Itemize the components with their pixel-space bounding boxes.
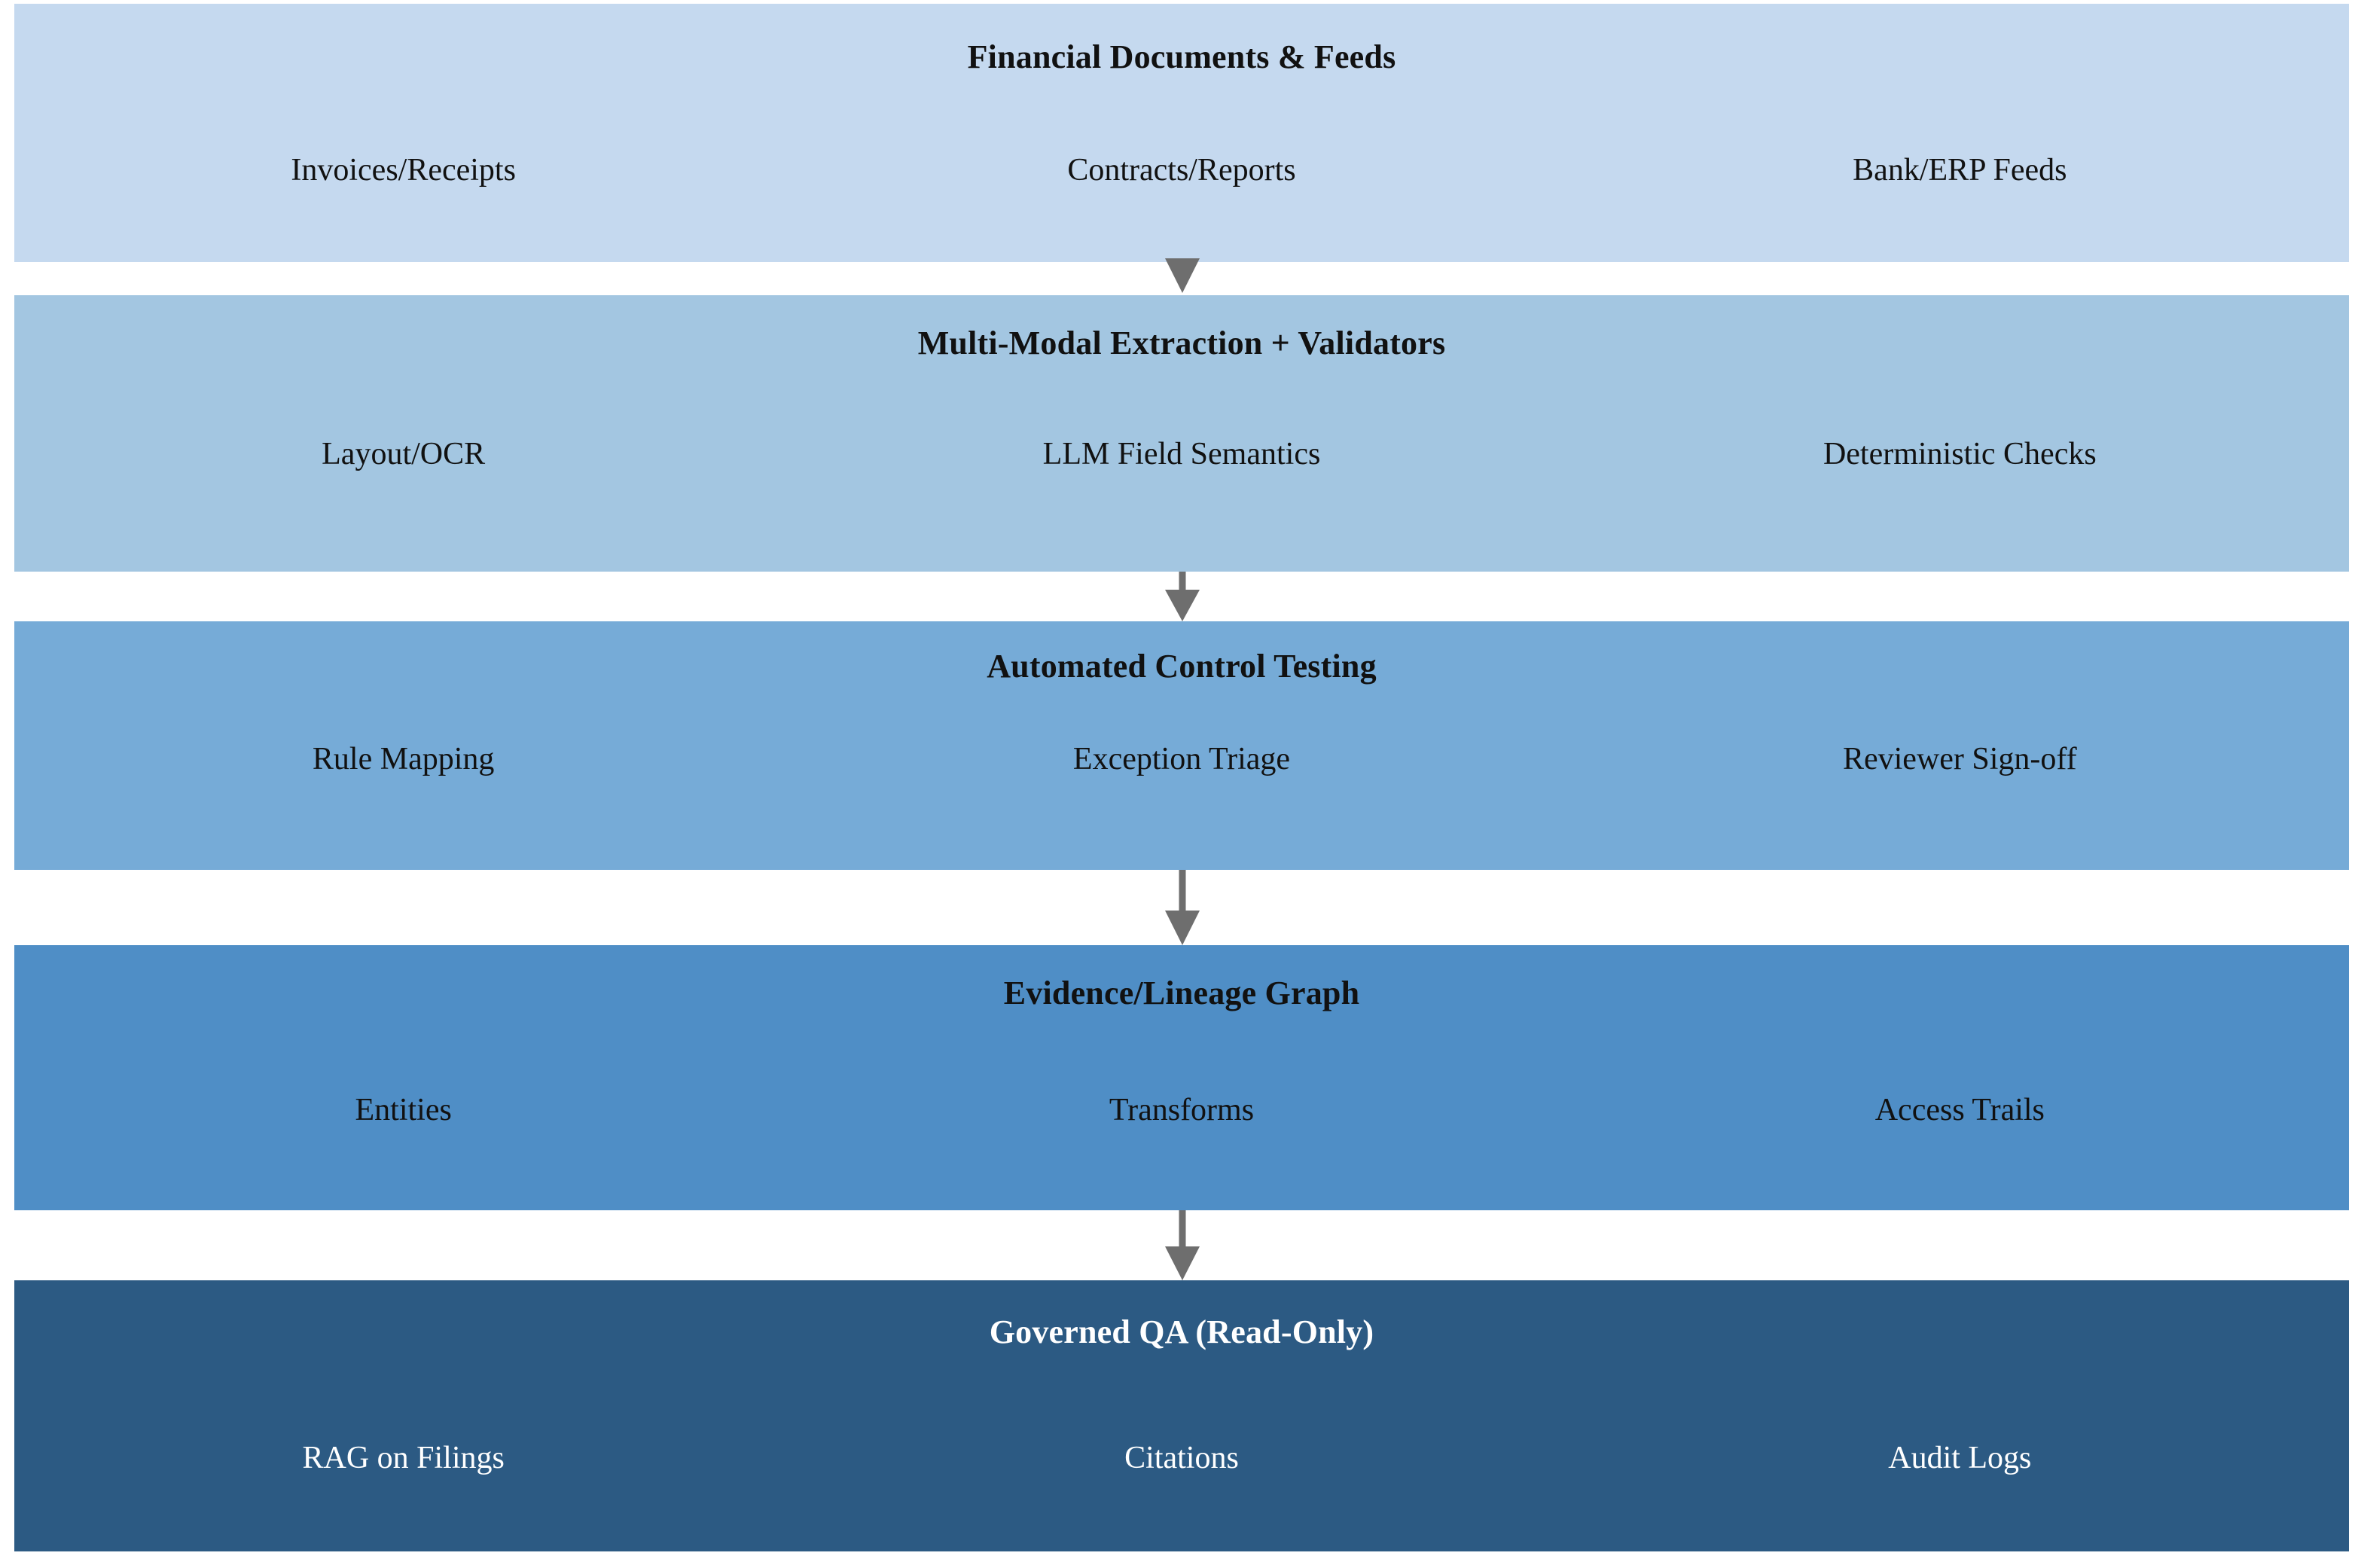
stage-item-reviewer-sign-off: Reviewer Sign-off: [1842, 742, 2077, 776]
arrow-shaft: [1179, 1210, 1185, 1248]
arrow-head: [1164, 911, 1200, 945]
pipeline-stage-financial-documents-feeds: Financial Documents & Feeds Invoices/Rec…: [14, 4, 2349, 262]
stage-item-citations: Citations: [1124, 1441, 1239, 1475]
arrow-shaft: [1179, 572, 1185, 591]
stage-title: Financial Documents & Feeds: [967, 38, 1396, 75]
stage-item-exception-triage: Exception Triage: [1072, 742, 1291, 776]
down-arrow-icon-connector-3: [1160, 870, 1205, 945]
arrow-head: [1164, 1246, 1200, 1280]
down-arrow-icon-connector-1: [1160, 258, 1205, 294]
stage-item-audit-logs: Audit Logs: [1888, 1441, 2032, 1475]
stage-item-rule-mapping: Rule Mapping: [312, 742, 495, 776]
stage-items: Invoices/Receipts Contracts/Reports Bank…: [14, 154, 2349, 186]
stage-title: Evidence/Lineage Graph: [1003, 975, 1360, 1011]
stage-item-transforms: Transforms: [1109, 1093, 1255, 1127]
stage-items: RAG on Filings Citations Audit Logs: [14, 1442, 2349, 1474]
pipeline-stage-governed-qa-read-only: Governed QA (Read-Only) RAG on Filings C…: [14, 1280, 2349, 1551]
stage-items: Entities Transforms Access Trails: [14, 1094, 2349, 1126]
stage-item-deterministic-checks: Deterministic Checks: [1823, 437, 2097, 471]
pipeline-stage-multi-modal-extraction-validators: Multi-Modal Extraction + Validators Layo…: [14, 295, 2349, 572]
down-arrow-icon-connector-2: [1160, 572, 1205, 621]
arrow-head: [1164, 590, 1200, 621]
stage-item-entities: Entities: [355, 1093, 452, 1127]
pipeline-stage-automated-control-testing: Automated Control Testing Rule Mapping E…: [14, 621, 2349, 870]
stage-item-llm-field-semantics: LLM Field Semantics: [1042, 437, 1321, 471]
stage-item-rag-on-filings: RAG on Filings: [302, 1441, 505, 1475]
arrow-head: [1164, 258, 1200, 293]
arrow-shaft: [1179, 870, 1185, 912]
stage-items: Rule Mapping Exception Triage Reviewer S…: [14, 743, 2349, 775]
stage-title: Automated Control Testing: [987, 648, 1377, 685]
stage-title: Governed QA (Read-Only): [989, 1313, 1374, 1350]
stage-items: Layout/OCR LLM Field Semantics Determini…: [14, 438, 2349, 470]
stage-item-contracts-reports: Contracts/Reports: [1067, 153, 1296, 188]
stage-title: Multi-Modal Extraction + Validators: [917, 325, 1446, 361]
stage-item-layout-ocr: Layout/OCR: [322, 437, 486, 471]
stage-item-bank-erp-feeds: Bank/ERP Feeds: [1853, 153, 2067, 188]
down-arrow-icon-connector-4: [1160, 1210, 1205, 1280]
stage-item-access-trails: Access Trails: [1874, 1093, 2045, 1127]
stage-item-invoices-receipts: Invoices/Receipts: [291, 153, 516, 188]
pipeline-stage-evidence-lineage-graph: Evidence/Lineage Graph Entities Transfor…: [14, 945, 2349, 1210]
